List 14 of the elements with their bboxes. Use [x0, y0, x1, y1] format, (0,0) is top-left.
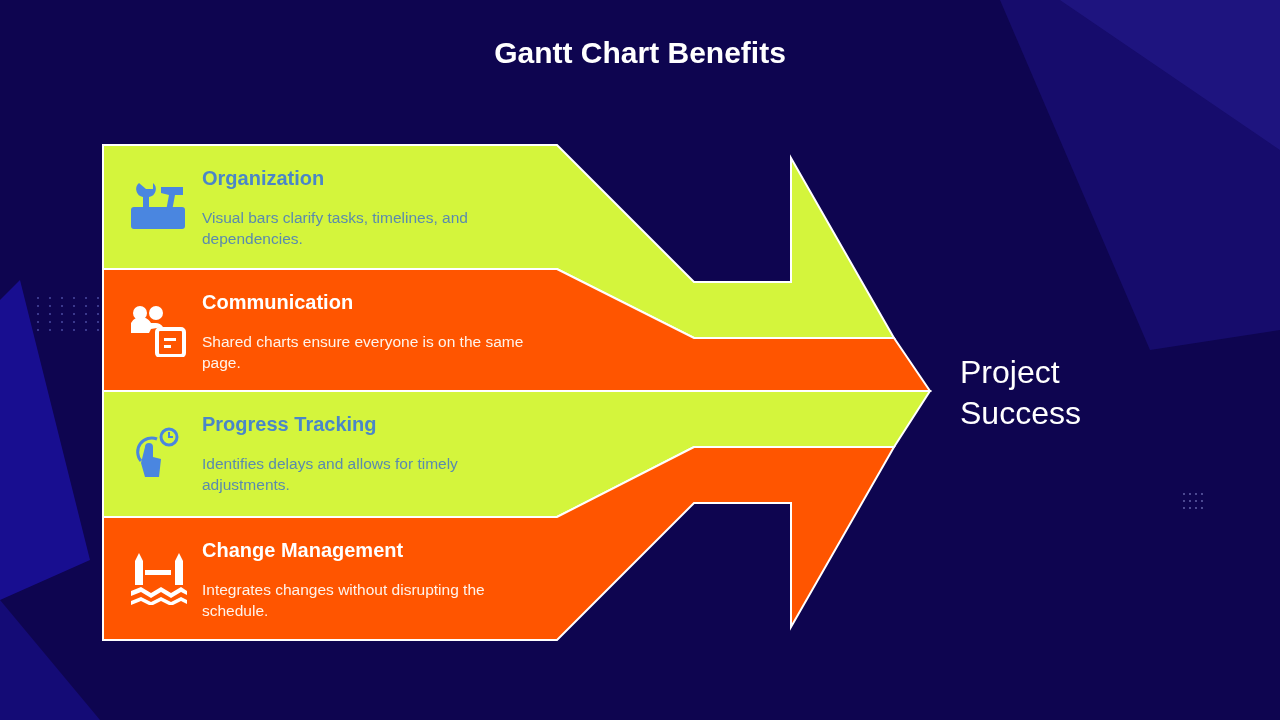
- benefit-description: Shared charts ensure everyone is on the same page.: [202, 332, 525, 373]
- benefit-description: Integrates changes without disrupting the schedule.: [202, 580, 486, 621]
- title: Gantt Chart Benefits: [493, 36, 787, 70]
- benefit-heading: Change Management: [202, 539, 404, 562]
- benefit-description: Identifies delays and allows for timely adjustments.: [202, 454, 459, 495]
- arrow-band: [103, 145, 895, 338]
- benefit-description: Visual bars clarify tasks, timelines, and dependencies.: [202, 208, 469, 249]
- outcome-label: Project Success: [960, 353, 1082, 433]
- benefit-heading: Progress Tracking: [202, 413, 377, 436]
- benefit-heading: Organization: [202, 167, 325, 190]
- benefit-heading: Communication: [202, 291, 354, 314]
- arrow-band: [103, 391, 931, 517]
- arrow-band: [103, 269, 931, 391]
- arrow-band: [103, 447, 895, 640]
